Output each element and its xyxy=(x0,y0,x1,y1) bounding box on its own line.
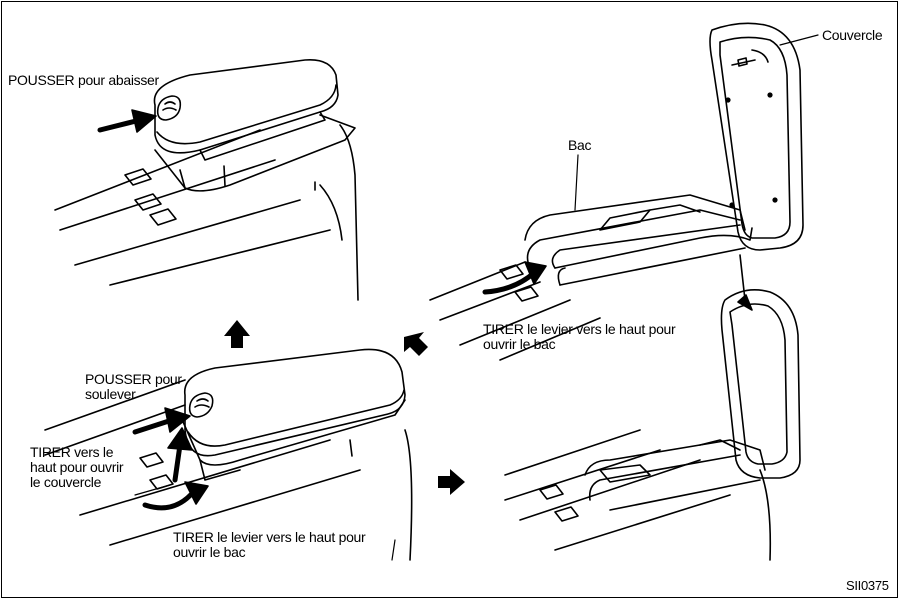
label-line: soulever xyxy=(85,386,136,402)
label-line: haut pour ouvrir xyxy=(30,459,124,475)
armrest-start-view xyxy=(44,348,413,561)
label-line: TIRER vers le xyxy=(30,444,114,460)
armrest-lowered-view xyxy=(54,58,359,301)
label-line: POUSSER pour xyxy=(85,371,182,387)
label-pull-lever-bottom: TIRER le levier vers le haut pour ouvrir… xyxy=(173,529,366,560)
label-line: le couvercle xyxy=(30,474,102,490)
arrow-up-icon xyxy=(224,320,250,348)
label-pull-up-cover: TIRER vers le haut pour ouvrir le couver… xyxy=(30,444,124,490)
arrow-right-icon xyxy=(438,469,465,495)
label-pull-lever-top: TIRER le levier vers le haut pour ouvrir… xyxy=(483,321,676,352)
label-line: TIRER le levier vers le haut pour xyxy=(483,321,676,337)
label-push-lower: POUSSER pour abaisser xyxy=(8,72,159,88)
arrow-up-left-icon xyxy=(404,332,428,356)
label-cover: Couvercle xyxy=(822,27,883,43)
figure-code: SII0375 xyxy=(846,578,889,593)
cover-open-view xyxy=(504,289,801,561)
label-push-raise: POUSSER pour soulever xyxy=(85,372,182,402)
tray-open-view xyxy=(429,22,819,361)
label-line: ouvrir le bac xyxy=(173,544,246,560)
label-line: ouvrir le bac xyxy=(483,336,556,352)
label-line: TIRER le levier vers le haut pour xyxy=(173,529,366,545)
label-tray: Bac xyxy=(568,137,592,153)
